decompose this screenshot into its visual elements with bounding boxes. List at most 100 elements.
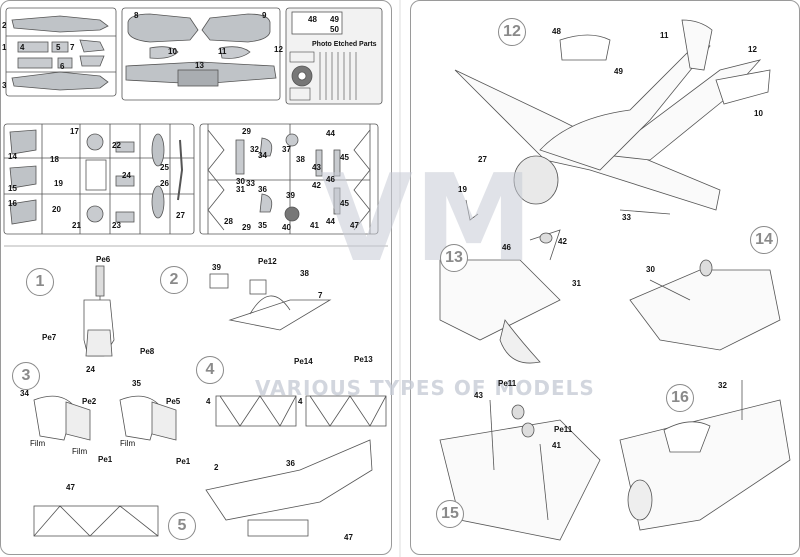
part-15: 15 <box>8 184 17 193</box>
part-35: 35 <box>258 221 267 230</box>
step5-2: 2 <box>214 463 219 472</box>
part-36: 36 <box>258 185 267 194</box>
part-18: 18 <box>50 155 59 164</box>
step16-32: 32 <box>718 381 727 390</box>
watermark-logo: VM <box>320 150 535 289</box>
step15-pe11-a: Pe11 <box>498 379 517 388</box>
pe-part-48: 48 <box>308 15 317 24</box>
step1-pe8: Pe8 <box>140 347 155 356</box>
part-7: 7 <box>70 43 75 52</box>
part-44a: 44 <box>326 129 335 138</box>
watermark-text: VARIOUS TYPES OF MODELS <box>255 376 595 400</box>
step3-pe1-b: Pe1 <box>176 457 191 466</box>
step1-pe7: Pe7 <box>42 333 57 342</box>
part-19: 19 <box>54 179 63 188</box>
step3-pe2: Pe2 <box>82 397 97 406</box>
wing-right <box>201 13 271 43</box>
step-13: 13 <box>440 244 468 272</box>
step1-pe6: Pe6 <box>96 255 111 264</box>
step15-43: 43 <box>474 391 483 400</box>
fuselage-half-top <box>11 15 109 33</box>
step4-pe14: Pe14 <box>294 357 313 366</box>
step2-pe12: Pe12 <box>258 257 277 266</box>
part-8: 8 <box>134 11 139 20</box>
part-32: 32 <box>250 145 259 154</box>
part-4: 4 <box>20 43 25 52</box>
pe-part-50: 50 <box>330 25 339 34</box>
step12-48: 48 <box>552 27 561 36</box>
part-13: 13 <box>195 61 204 70</box>
part-20: 20 <box>52 205 61 214</box>
step14-30: 30 <box>646 265 655 274</box>
part-24: 24 <box>122 171 131 180</box>
step-16: 16 <box>666 384 694 412</box>
step13-46: 46 <box>502 243 511 252</box>
step3-35: 35 <box>132 379 141 388</box>
part-9: 9 <box>262 11 267 20</box>
step3-34: 34 <box>20 389 29 398</box>
part-11: 11 <box>218 47 227 56</box>
sprue-a-frame <box>5 7 117 97</box>
part-29a: 29 <box>242 127 251 136</box>
step4-4b: 4 <box>298 397 303 406</box>
step3-pe1-a: Pe1 <box>98 455 113 464</box>
part-27: 27 <box>176 211 185 220</box>
part-41: 41 <box>310 221 319 230</box>
step3-film-b: Film <box>72 447 88 456</box>
step15-pe11-b: Pe11 <box>554 425 573 434</box>
part-5: 5 <box>56 43 61 52</box>
part-37: 37 <box>282 145 291 154</box>
wing-left <box>127 13 199 43</box>
part-29b: 29 <box>242 223 251 232</box>
step-4: 4 <box>196 356 224 384</box>
part-45b: 45 <box>340 199 349 208</box>
pe-part-49: 49 <box>330 15 339 24</box>
step2-38: 38 <box>300 269 309 278</box>
step5-36: 36 <box>286 459 295 468</box>
part-1: 1 <box>2 43 7 52</box>
step2-39: 39 <box>212 263 221 272</box>
aircraft-fuselage <box>539 39 711 171</box>
part-21: 21 <box>72 221 81 230</box>
step-2: 2 <box>160 266 188 294</box>
fuselage-half-bottom <box>11 71 109 91</box>
part-34: 34 <box>258 151 267 160</box>
step3-film-a: Film <box>30 439 46 448</box>
part-28: 28 <box>224 217 233 226</box>
step15-41: 41 <box>552 441 561 450</box>
part-40: 40 <box>282 223 291 232</box>
part-16: 16 <box>8 199 17 208</box>
part-14: 14 <box>8 152 17 161</box>
step12-12: 12 <box>748 45 757 54</box>
part-46: 46 <box>326 175 335 184</box>
step4-pe13: Pe13 <box>354 355 373 364</box>
part-45a: 45 <box>340 153 349 162</box>
part-33: 33 <box>246 179 255 188</box>
part-47: 47 <box>350 221 359 230</box>
step-5: 5 <box>168 512 196 540</box>
part-31: 31 <box>236 185 245 194</box>
step-15: 15 <box>436 500 464 528</box>
part-22: 22 <box>112 141 121 150</box>
step12-11: 11 <box>660 31 669 40</box>
step12-33: 33 <box>622 213 631 222</box>
step12-19: 19 <box>458 185 467 194</box>
step4-4a: 4 <box>206 397 211 406</box>
part-3: 3 <box>2 81 7 90</box>
part-12: 12 <box>274 45 283 54</box>
part-2: 2 <box>2 21 7 30</box>
photo-etch-title: Photo Etched Parts <box>312 41 377 48</box>
part-17: 17 <box>70 127 79 136</box>
step1-24: 24 <box>86 365 95 374</box>
step5-47b: 47 <box>344 533 353 542</box>
part-25: 25 <box>160 163 169 172</box>
part-6: 6 <box>60 62 65 71</box>
part-10: 10 <box>168 47 177 56</box>
part-26: 26 <box>160 179 169 188</box>
step3-film-c: Film <box>120 439 136 448</box>
step13-31: 31 <box>572 279 581 288</box>
part-44b: 44 <box>326 217 335 226</box>
step-12: 12 <box>498 18 526 46</box>
step5-47a: 47 <box>66 483 75 492</box>
